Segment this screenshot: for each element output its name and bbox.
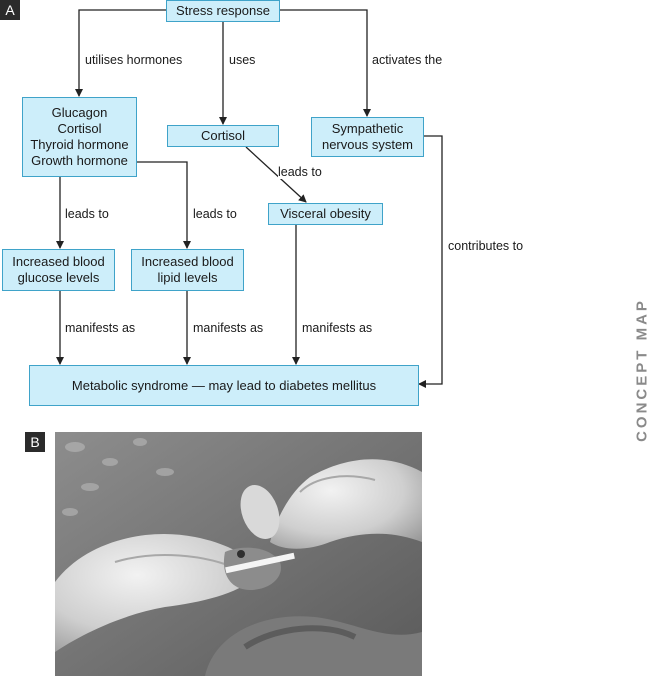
edge-label-leads-to-lipid: leads to (193, 207, 237, 221)
edge-label-contributes: contributes to (448, 239, 524, 253)
arrow-stress-to-sympathetic (280, 9, 371, 117)
node-glucose-line-1: Increased blood (12, 254, 105, 269)
edge-label-leads-to-glucose: leads to (65, 207, 109, 221)
node-lipid: Increased blood lipid levels (131, 249, 244, 291)
arrow-hormones-to-lipid (137, 161, 191, 249)
node-stress-response: Stress response (166, 0, 280, 22)
node-glucose: Increased blood glucose levels (2, 249, 115, 291)
panel-a-label: A (0, 0, 20, 20)
edge-label-activates: activates the (372, 53, 443, 67)
node-sympathetic-line-2: nervous system (321, 137, 414, 152)
node-hormones-line-2: Cortisol (57, 121, 102, 136)
node-hormones-line-4: Growth hormone (31, 153, 128, 168)
node-glucose-line-2: glucose levels (17, 270, 100, 285)
blood-glucose-test-photo (55, 432, 422, 676)
node-lipid-line-1: Increased blood (141, 254, 234, 269)
node-metabolic-syndrome: Metabolic syndrome — may lead to diabete… (29, 365, 419, 406)
edge-label-leads-to-visceral: leads to (278, 165, 322, 179)
edge-label-manifests-lipid: manifests as (193, 321, 264, 335)
edge-label-utilises: utilises hormones (85, 53, 183, 67)
arrow-cortisol-to-visceral (245, 146, 307, 203)
node-sympathetic-line-1: Sympathetic (331, 121, 404, 136)
panel-b-label: B (25, 432, 45, 452)
edge-label-manifests-glucose: manifests as (65, 321, 136, 335)
node-lipid-line-2: lipid levels (157, 270, 218, 285)
edge-label-manifests-visceral: manifests as (302, 321, 373, 335)
photo-illustration (55, 432, 422, 676)
node-hormones-line-3: Thyroid hormone (30, 137, 129, 152)
node-hormones-line-1: Glucagon (51, 105, 108, 120)
arrow-stress-to-hormones (75, 9, 166, 97)
node-hormones: Glucagon Cortisol Thyroid hormone Growth… (22, 97, 137, 177)
edge-label-uses: uses (229, 53, 256, 67)
concept-map-arrows (56, 9, 443, 388)
node-sympathetic: Sympathetic nervous system (311, 117, 424, 157)
node-visceral-obesity: Visceral obesity (268, 203, 383, 225)
arrow-sympathetic-to-metabolic (418, 135, 443, 388)
concept-map-side-title: CONCEPT MAP (633, 298, 650, 442)
node-cortisol: Cortisol (167, 125, 279, 147)
